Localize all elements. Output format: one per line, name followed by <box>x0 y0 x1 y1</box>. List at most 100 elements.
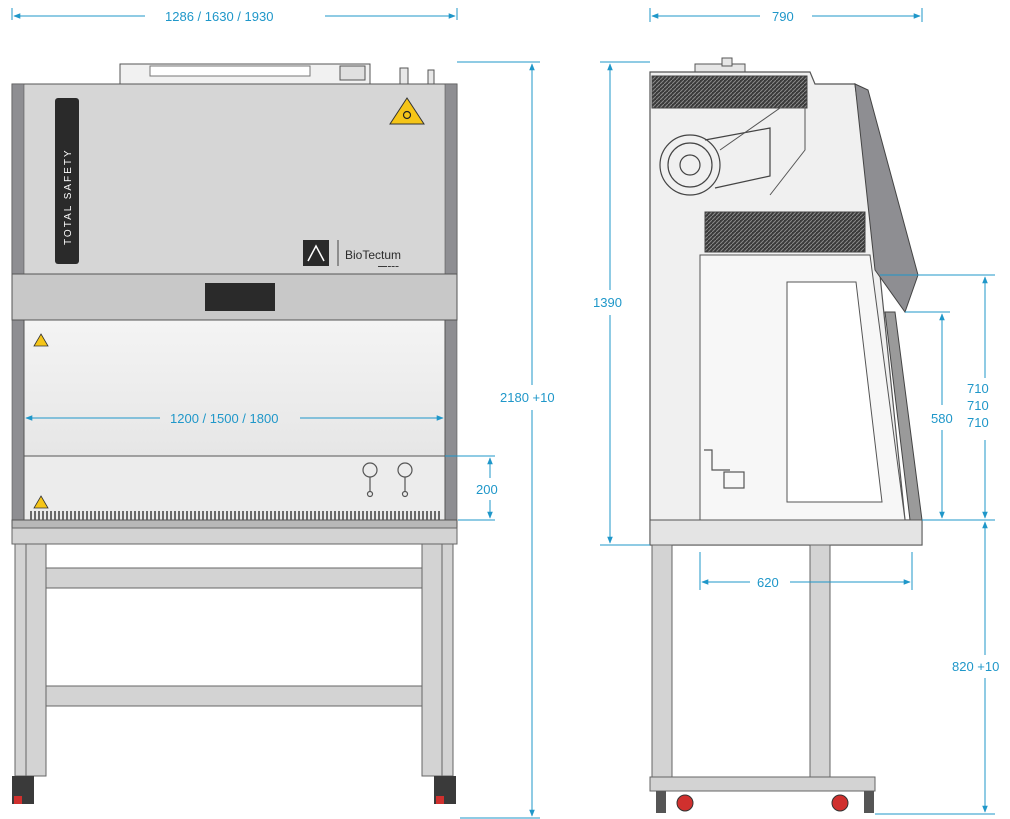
grille-slot <box>34 511 36 520</box>
grille-slot <box>222 511 224 520</box>
grille-slot <box>290 511 292 520</box>
grille-slot <box>226 511 228 520</box>
grille-slot <box>170 511 172 520</box>
grille-slot <box>286 511 288 520</box>
grille-slot <box>354 511 356 520</box>
grille-slot <box>190 511 192 520</box>
grille-slot <box>302 511 304 520</box>
brand-tagline: ▬▬▬ ▬ ▬ ▬ <box>378 264 399 268</box>
grille-slot <box>238 511 240 520</box>
grille-slot <box>70 511 72 520</box>
grille-slot <box>194 511 196 520</box>
grille-slot <box>366 511 368 520</box>
grille-slot <box>406 511 408 520</box>
grille-slot <box>422 511 424 520</box>
grille-slot <box>202 511 204 520</box>
grille-slot <box>214 511 216 520</box>
grille-slot <box>198 511 200 520</box>
grille-slot <box>294 511 296 520</box>
grille-slot <box>326 511 328 520</box>
grille-slot <box>338 511 340 520</box>
grille-slot <box>346 511 348 520</box>
grille-slot <box>90 511 92 520</box>
grille-slot <box>94 511 96 520</box>
side-work-surface <box>649 519 923 546</box>
grille-slot <box>398 511 400 520</box>
side-dimension-lines <box>600 8 995 815</box>
grille-slot <box>374 511 376 520</box>
side-view: 790 1390 620 580 710 710 710 820 +10 <box>593 8 999 815</box>
grille-slot <box>270 511 272 520</box>
gas-valve-icon <box>362 462 413 498</box>
grille-slot <box>38 511 40 520</box>
grille-slot <box>390 511 392 520</box>
grille-slot <box>242 511 244 520</box>
brand-name: BioTectum <box>345 248 401 262</box>
grille-slot <box>114 511 116 520</box>
dim-overall-height: 2180 +10 <box>500 390 555 405</box>
grille-slot <box>142 511 144 520</box>
grille-slot <box>382 511 384 520</box>
grille-slot <box>414 511 416 520</box>
biotectum-logo-icon <box>303 240 339 266</box>
grille-slot <box>426 511 428 520</box>
grille-slot <box>206 511 208 520</box>
total-safety-label: TOTAL SAFETY <box>63 148 74 245</box>
grille-slot <box>118 511 120 520</box>
grille-slot <box>162 511 164 520</box>
grille-slot <box>66 511 68 520</box>
biohazard-warning-icon <box>389 97 425 125</box>
front-top-motor-unit <box>119 63 435 85</box>
side-stand <box>649 544 876 792</box>
side-mid-filter <box>704 211 866 253</box>
grille-slot <box>106 511 108 520</box>
grille-slot <box>278 511 280 520</box>
grille-slot <box>86 511 88 520</box>
grille-slot <box>310 511 312 520</box>
grille-slot <box>250 511 252 520</box>
front-sash-glass <box>23 319 446 457</box>
grille-slot <box>434 511 436 520</box>
grille-slot <box>158 511 160 520</box>
warning-triangle-icon <box>33 495 49 509</box>
grille-slot <box>126 511 128 520</box>
side-gas-valve-icon <box>704 449 745 489</box>
grille-slot <box>254 511 256 520</box>
grille-slot <box>62 511 64 520</box>
side-caster-icon <box>656 791 874 813</box>
grille-slot <box>130 511 132 520</box>
grille-slot <box>318 511 320 520</box>
grille-slot <box>362 511 364 520</box>
grille-slot <box>46 511 48 520</box>
grille-slot <box>102 511 104 520</box>
grille-slot <box>334 511 336 520</box>
total-safety-strip <box>55 98 79 264</box>
grille-slot <box>54 511 56 520</box>
front-air-grille <box>30 511 440 520</box>
grille-slot <box>350 511 352 520</box>
blower-fan-icon <box>659 127 771 196</box>
grille-slot <box>418 511 420 520</box>
grille-slot <box>178 511 180 520</box>
grille-slot <box>82 511 84 520</box>
grille-slot <box>154 511 156 520</box>
side-front-panel <box>854 83 919 314</box>
grille-slot <box>402 511 404 520</box>
front-stand <box>11 527 458 777</box>
control-display <box>205 283 275 311</box>
grille-slot <box>174 511 176 520</box>
grille-slot <box>322 511 324 520</box>
front-work-shelf <box>11 519 458 529</box>
grille-slot <box>274 511 276 520</box>
dim-cabinet-height: 1390 <box>593 295 622 310</box>
grille-slot <box>78 511 80 520</box>
grille-slot <box>42 511 44 520</box>
grille-slot <box>370 511 372 520</box>
front-caster-icon <box>12 776 456 804</box>
grille-slot <box>110 511 112 520</box>
grille-slot <box>438 511 440 520</box>
grille-slot <box>150 511 152 520</box>
grille-slot <box>146 511 148 520</box>
grille-slot <box>330 511 332 520</box>
